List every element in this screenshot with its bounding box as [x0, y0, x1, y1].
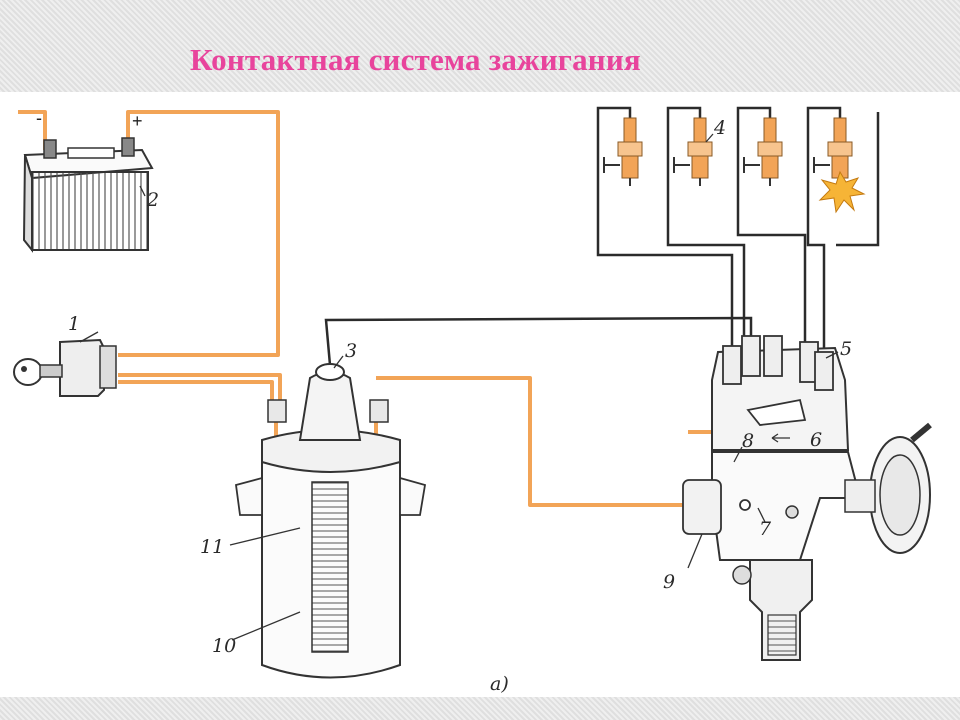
key-icon [13, 358, 43, 386]
spark-plug-3 [743, 117, 783, 186]
spark-plug-4 [813, 117, 853, 186]
spark-plugs [603, 117, 866, 214]
label-9: 9 [663, 571, 675, 593]
label-6: 6 [810, 429, 822, 451]
figure-caption: а) [490, 673, 509, 695]
spark-burst-icon [818, 170, 866, 214]
spark-plug-2 [673, 117, 713, 186]
leader-lines [79, 133, 839, 641]
slide-title: Контактная система зажигания [190, 42, 641, 77]
label-11: 11 [200, 536, 224, 558]
spark-plug-1 [603, 117, 643, 186]
battery-positive-label: + [132, 111, 143, 131]
label-5: 5 [840, 338, 852, 360]
battery-negative-label: - [36, 108, 42, 128]
distributor [682, 335, 932, 661]
label-1: 1 [68, 313, 80, 335]
label-10: 10 [212, 635, 236, 657]
hv-wires [324, 106, 880, 366]
label-8: 8 [742, 430, 754, 452]
ignition-switch [13, 338, 117, 397]
label-2: 2 [146, 189, 159, 211]
ignition-coil [235, 363, 427, 679]
label-4: 4 [713, 117, 726, 139]
battery: - + [22, 108, 154, 253]
part-labels: 1 2 3 4 5 6 7 8 9 10 11 а) [68, 117, 852, 695]
label-3: 3 [345, 340, 357, 362]
label-7: 7 [759, 518, 772, 540]
